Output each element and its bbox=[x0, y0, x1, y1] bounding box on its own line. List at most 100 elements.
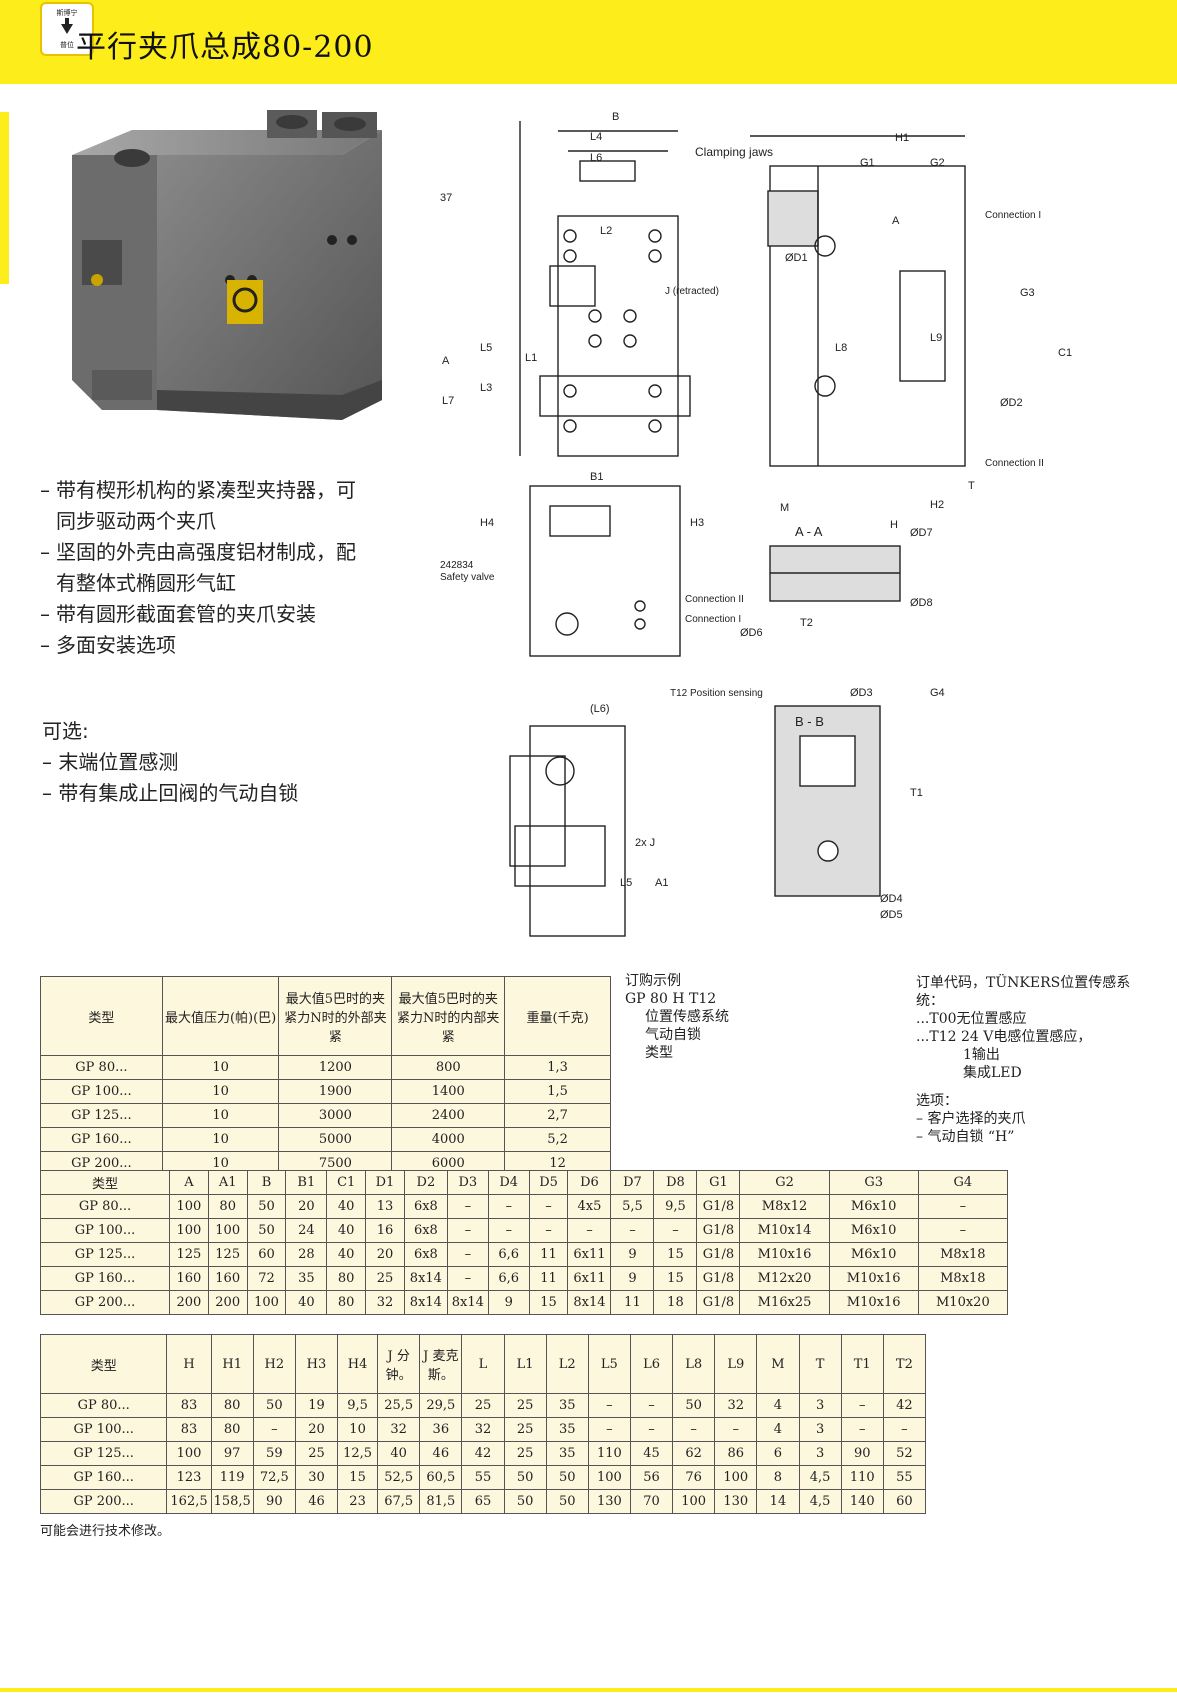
table-header: 类型 bbox=[40, 1170, 170, 1195]
label-valve-number: 242834 bbox=[440, 560, 474, 571]
table-cell: 29,5 bbox=[419, 1393, 463, 1418]
optional-item: – 带有集成止回阀的气动自锁 bbox=[42, 781, 299, 805]
table-header: L9 bbox=[714, 1334, 758, 1394]
table-cell: G1/8 bbox=[696, 1194, 741, 1219]
table-cell: M10x16 bbox=[739, 1242, 830, 1267]
dim-label-D1: ØD1 bbox=[785, 252, 808, 264]
table-header: C1 bbox=[326, 1170, 367, 1195]
company-logo: 斯博宁 普位 bbox=[40, 2, 94, 56]
table-header: J 麦克斯。 bbox=[419, 1334, 463, 1394]
table-cell: 10 bbox=[161, 1127, 280, 1152]
table-header: H bbox=[166, 1334, 212, 1394]
table-cell: 40 bbox=[326, 1218, 367, 1243]
table-cell: 1,3 bbox=[504, 1055, 611, 1080]
table-cell: 4 bbox=[756, 1417, 800, 1442]
table-cell: – bbox=[446, 1266, 489, 1291]
table-cell: 160 bbox=[169, 1266, 209, 1291]
table-cell: 200 bbox=[169, 1290, 209, 1315]
table-header: T2 bbox=[882, 1334, 927, 1394]
table-cell: 123 bbox=[166, 1465, 212, 1490]
table-cell: 81,5 bbox=[419, 1489, 463, 1514]
table-cell: 11 bbox=[610, 1290, 655, 1315]
table-cell: 110 bbox=[587, 1441, 631, 1466]
table-cell: G1/8 bbox=[696, 1218, 741, 1243]
table-cell: 8x14 bbox=[403, 1266, 448, 1291]
table-header: 最大值5巴时的夹紧力N时的内部夹紧 bbox=[391, 976, 506, 1056]
table-cell: 1,5 bbox=[504, 1079, 611, 1104]
table-cell: 100 bbox=[587, 1465, 631, 1490]
table-cell: 50 bbox=[252, 1393, 296, 1418]
table-cell: 67,5 bbox=[377, 1489, 421, 1514]
dim-label-L5-lower: L5 bbox=[620, 877, 632, 889]
table-header: A1 bbox=[207, 1170, 248, 1195]
table-header: 类型 bbox=[39, 1334, 168, 1394]
table-cell: 65 bbox=[461, 1489, 505, 1514]
table-cell: 162,5 bbox=[166, 1489, 212, 1514]
logo-arrow-icon bbox=[61, 18, 73, 34]
table-cell: M10x16 bbox=[828, 1290, 919, 1315]
table-cell: – bbox=[917, 1218, 1009, 1243]
table-cell: 42 bbox=[882, 1393, 927, 1418]
table-cell: 9 bbox=[487, 1290, 530, 1315]
feature-item: –带有楔形机构的紧凑型夹持器，可同步驱动两个夹爪 bbox=[40, 478, 356, 533]
dim-label-A1: A1 bbox=[655, 877, 668, 889]
dim-label-H4: H4 bbox=[480, 517, 494, 529]
table-cell: – bbox=[714, 1417, 758, 1442]
tunkers-line: 集成LED bbox=[963, 1065, 1022, 1081]
table-header: L2 bbox=[545, 1334, 589, 1394]
table-cell: GP 160... bbox=[39, 1465, 168, 1490]
table-cell: GP 200... bbox=[39, 1489, 168, 1514]
table-cell: 6,6 bbox=[487, 1242, 530, 1267]
table-cell: 50 bbox=[246, 1194, 287, 1219]
table-cell: GP 200... bbox=[40, 1290, 170, 1315]
table-cell: M16x25 bbox=[739, 1290, 830, 1315]
table-cell: GP 160... bbox=[40, 1127, 163, 1152]
table-cell: 50 bbox=[503, 1489, 547, 1514]
table-cell: 28 bbox=[285, 1242, 328, 1267]
tunkers-order-code: 订单代码，TÜNKERS位置传感系统： ...T00无位置感应 ...T12 2… bbox=[916, 974, 1146, 1146]
table-cell: GP 100... bbox=[39, 1417, 168, 1442]
table-cell: – bbox=[252, 1417, 296, 1442]
table-cell: 10 bbox=[337, 1417, 379, 1442]
table-cell: 3 bbox=[798, 1417, 842, 1442]
table-header: G4 bbox=[917, 1170, 1009, 1195]
ordering-pos-sensing: 位置传感系统 bbox=[645, 1009, 729, 1025]
table-cell: – bbox=[487, 1194, 530, 1219]
ordering-self-lock: 气动自锁 bbox=[645, 1027, 701, 1043]
table-cell: – bbox=[446, 1218, 489, 1243]
table-cell: 6x8 bbox=[403, 1194, 448, 1219]
dim-label-D5: ØD5 bbox=[880, 909, 903, 921]
table-cell: 19 bbox=[294, 1393, 339, 1418]
table-cell: 125 bbox=[169, 1242, 209, 1267]
dim-label-B1: B1 bbox=[590, 471, 603, 483]
table-cell: 10 bbox=[161, 1103, 280, 1128]
table-header: B bbox=[246, 1170, 287, 1195]
tunkers-option: – 客户选择的夹爪 bbox=[916, 1111, 1026, 1127]
table-cell: 1200 bbox=[278, 1055, 393, 1080]
ordering-code: GP 80 H T12 bbox=[625, 991, 717, 1007]
table-cell: – bbox=[917, 1194, 1009, 1219]
dim-label-D8: ØD8 bbox=[910, 597, 933, 609]
table-cell: – bbox=[528, 1194, 569, 1219]
dim-label-G3: G3 bbox=[1020, 287, 1035, 299]
optional-item: – 末端位置感测 bbox=[42, 750, 179, 774]
tunkers-option: – 气动自锁 “H” bbox=[916, 1129, 1015, 1145]
dim-label-B: B bbox=[612, 111, 619, 123]
page-title: 平行夹爪总成80-200 bbox=[76, 30, 374, 65]
table-cell: 15 bbox=[528, 1290, 569, 1315]
table-cell: 9 bbox=[610, 1242, 655, 1267]
table-cell: 160 bbox=[207, 1266, 248, 1291]
dim-label-L5: L5 bbox=[480, 342, 492, 354]
table-cell: – bbox=[629, 1393, 674, 1418]
table-header: L8 bbox=[672, 1334, 716, 1394]
table-cell: 800 bbox=[391, 1055, 506, 1080]
table-cell: 50 bbox=[545, 1489, 589, 1514]
table-cell: 9 bbox=[610, 1266, 655, 1291]
table-cell: 4,5 bbox=[798, 1465, 842, 1490]
table-cell: 60 bbox=[882, 1489, 927, 1514]
table-cell: M10x16 bbox=[828, 1266, 919, 1291]
